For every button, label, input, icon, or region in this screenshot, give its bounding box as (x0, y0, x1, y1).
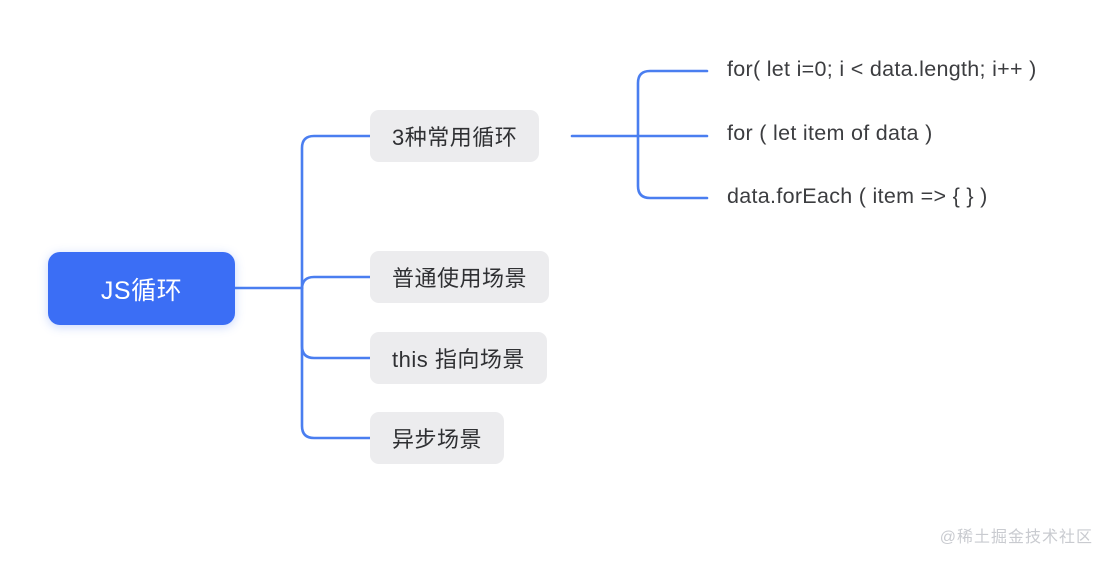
branch-node-async[interactable]: 异步场景 (370, 412, 505, 464)
branch-node-this-binding[interactable]: this 指向场景 (370, 332, 547, 384)
branch-node-loops[interactable]: 3种常用循环 (370, 110, 540, 162)
leaf-node-for-of[interactable]: for ( let item of data ) (727, 121, 933, 145)
connector-to-loops (300, 134, 372, 290)
leaf-node-for-each[interactable]: data.forEach ( item => { } ) (727, 184, 988, 208)
connector-to-leaf-1 (636, 69, 709, 138)
connector-to-this (300, 286, 372, 360)
connector-to-async (300, 286, 372, 440)
connector-to-leaf-3 (636, 134, 709, 200)
watermark: @稀土掘金技术社区 (939, 529, 1093, 546)
branch-node-common-usage[interactable]: 普通使用场景 (370, 251, 550, 303)
connector-to-common (300, 275, 372, 290)
root-node[interactable]: JS循环 (48, 252, 235, 325)
leaf-node-for-index[interactable]: for( let i=0; i < data.length; i++ ) (727, 57, 1037, 81)
